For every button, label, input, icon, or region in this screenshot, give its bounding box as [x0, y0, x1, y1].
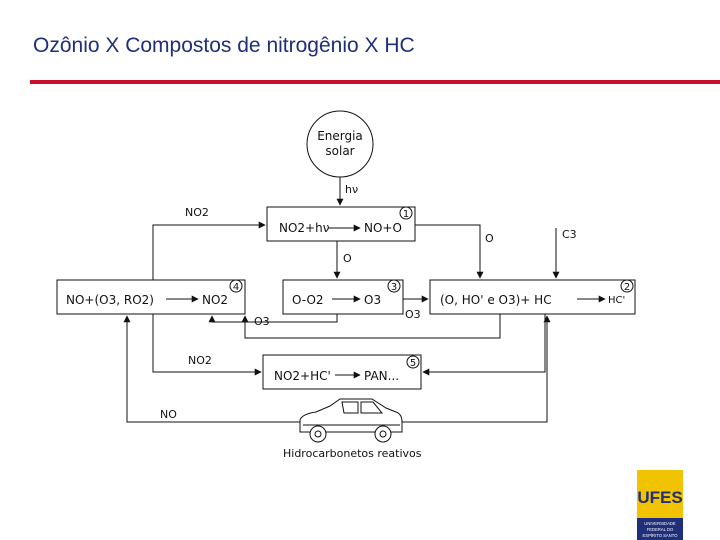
box1-num-circle: [399, 206, 413, 220]
hv-label: hν: [345, 183, 358, 196]
hc-return-loop: [241, 314, 501, 339]
box3-right: O3: [364, 293, 381, 307]
slide-title: Ozônio X Compostos de nitrogênio X HC: [33, 34, 415, 57]
box1-num: 1: [403, 209, 409, 220]
box4-num: 4: [233, 282, 239, 293]
no2-lower-label: NO2: [188, 354, 212, 367]
o3-a-label: O3: [254, 315, 270, 328]
car-icon: [299, 398, 403, 443]
reaction-box-1: [266, 206, 416, 242]
box5-left: NO2+HC': [274, 369, 331, 383]
box1-to-box2-arrow: [415, 224, 484, 279]
o-mid-label: O: [343, 252, 352, 265]
svg-text:ESPÍRITO SANTO: ESPÍRITO SANTO: [643, 533, 679, 538]
reaction-box-4: [56, 279, 246, 315]
box2-text: (O, HO' e O3)+ HC: [440, 293, 552, 307]
title-rule: [30, 80, 720, 84]
car-to-box2-arrow: [400, 315, 551, 423]
box5-num: 5: [410, 358, 416, 369]
box3-left: O-O2: [292, 293, 324, 307]
o3-b-label: O3: [405, 308, 421, 321]
c3-label: C3: [562, 228, 577, 241]
svg-text:UNIVERSIDADE: UNIVERSIDADE: [644, 521, 676, 526]
no2-to-box5-arrow: [152, 314, 262, 376]
box4-right: NO2: [202, 293, 228, 307]
reaction-box-5: [262, 354, 422, 390]
box2-to-box5-arrow: [422, 314, 546, 376]
loop-no2-to-box1: [152, 221, 266, 280]
box2-end: HC': [608, 295, 625, 306]
svg-text:UFES: UFES: [637, 488, 682, 507]
box4-num-circle: [229, 279, 243, 293]
box4-left: NO+(O3, RO2): [66, 293, 154, 307]
box3-num-circle: [387, 279, 401, 293]
reaction-box-3: [282, 279, 404, 315]
box3-num: 3: [391, 282, 397, 293]
box2-num-circle: [620, 279, 634, 293]
box5-num-circle: [406, 355, 420, 369]
car-to-box4-arrow: [123, 315, 300, 423]
sun-label-2: solar: [325, 144, 354, 158]
box1-right: NO+O: [364, 221, 402, 235]
box1-left: NO2+hν: [279, 221, 330, 235]
box5-right: PAN...: [364, 369, 399, 383]
car-caption: Hidrocarbonetos reativos: [283, 447, 422, 460]
box2-num: 2: [624, 282, 630, 293]
sun-label-1: Energia: [317, 129, 363, 143]
no2-top-label: NO2: [185, 206, 209, 219]
ufes-logo: UFES UNIVERSIDADE FEDERAL DO ESPÍRITO SA…: [637, 470, 683, 540]
o-right-label: O: [485, 232, 494, 245]
o3-return-arrow: [208, 314, 338, 323]
svg-text:FEDERAL DO: FEDERAL DO: [647, 527, 674, 532]
no-label: NO: [160, 408, 177, 421]
